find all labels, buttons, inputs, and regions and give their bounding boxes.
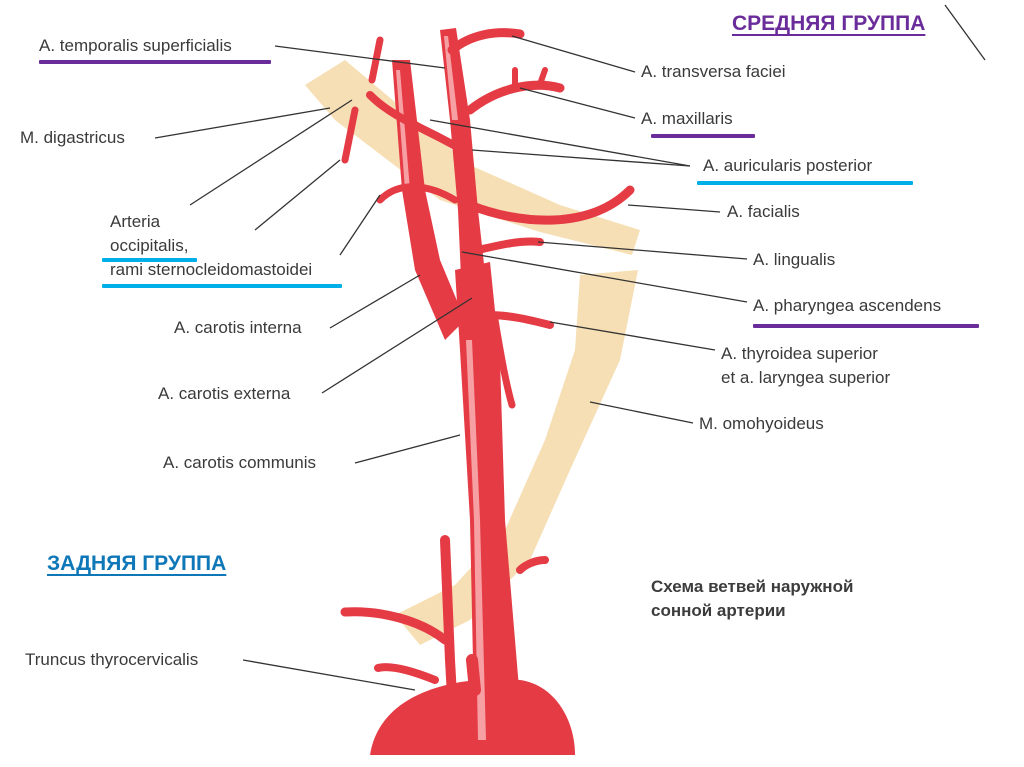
heading-middle-group: СРЕДНЯЯ ГРУППА [732,12,926,35]
label-occipitalis-line2: occipitalis, [110,236,189,255]
label-thyroidea-line2: et a. laryngea superior [721,368,891,387]
label-occipitalis-line1: Arteria [110,212,161,231]
label-pharyngea-ascendens: A. pharyngea ascendens [753,296,942,315]
label-occipitalis-line3: rami sternocleidomastoidei [110,260,313,279]
omohyoid-muscle [395,270,638,645]
label-carotis-externa: A. carotis externa [158,384,291,403]
label-carotis-interna: A. carotis interna [174,318,302,337]
label-omohyoideus: M. omohyoideus [699,414,824,433]
common-carotid-highlight [466,340,486,740]
underline-auricularis [697,181,913,185]
label-facialis: A. facialis [727,202,800,221]
internal-carotid-highlight [396,70,410,190]
external-carotid-highlight [444,36,458,120]
label-carotis-communis: A. carotis communis [163,453,317,472]
heading-posterior-group: ЗАДНЯЯ ГРУППА [47,552,227,575]
underline-pharyngea [753,324,979,328]
leader-lines [154,4,986,691]
label-auricularis-posterior: A. auricularis posterior [703,156,873,175]
underline-maxillaris [651,134,755,138]
underline-temporalis [39,60,271,64]
caption-line1: Схема ветвей наружной [651,577,854,596]
underline-occipitalis-short [102,258,197,262]
label-temporalis-superficialis: A. temporalis superficialis [39,36,232,55]
label-truncus-thyrocervicalis: Truncus thyrocervicalis [25,650,199,669]
label-digastricus: M. digastricus [20,128,125,147]
label-transversa-faciei: A. transversa faciei [641,62,786,81]
caption-line2: сонной артерии [651,601,786,620]
underline-occipitalis-long [102,284,342,288]
label-thyroidea-line1: A. thyroidea superior [721,344,878,363]
internal-carotid-artery [392,60,465,340]
artery-branches [340,28,635,755]
label-maxillaris: A. maxillaris [641,109,733,128]
label-lingualis: A. lingualis [753,250,836,269]
